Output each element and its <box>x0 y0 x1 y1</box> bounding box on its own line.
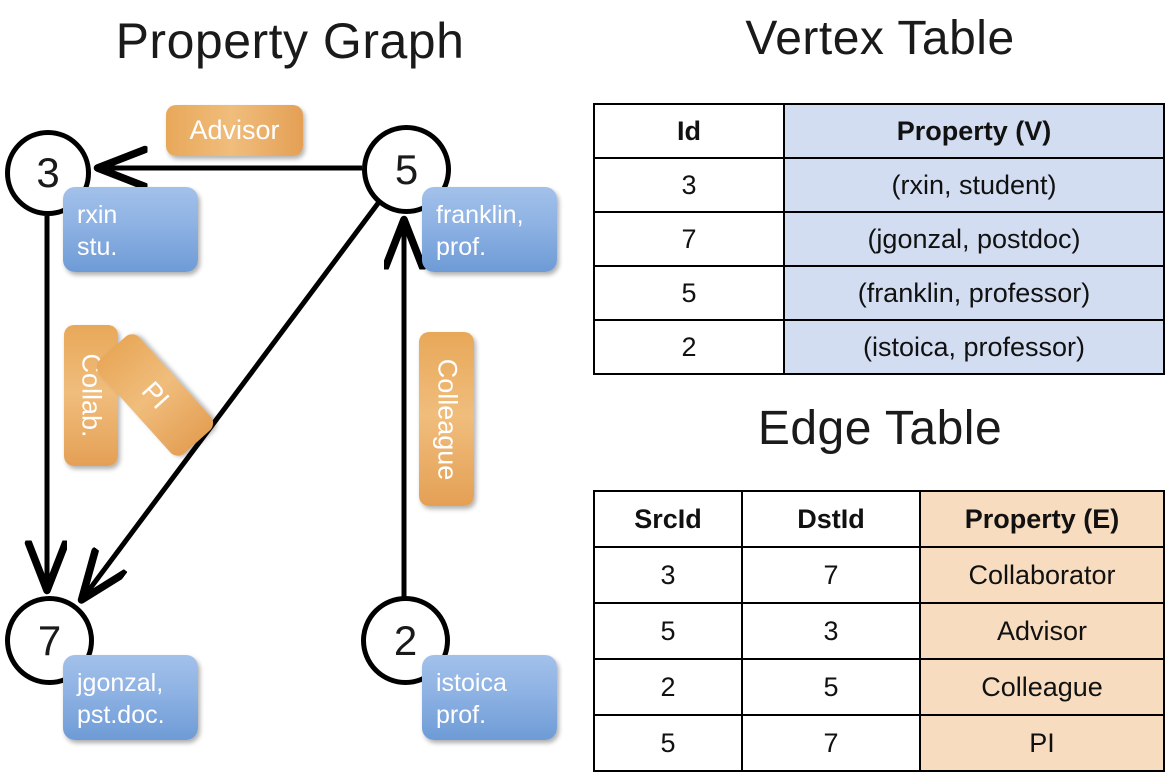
vertex-table-col-property: Property (V) <box>783 103 1165 159</box>
table-row[interactable]: 5 (franklin, professor) <box>593 265 1165 321</box>
table-row[interactable]: 2 5 Colleague <box>593 658 1165 716</box>
page-title-vertex-table: Vertex Table <box>745 12 1015 65</box>
vertex-row-0-property: (rxin, student) <box>783 157 1165 213</box>
edge-row-0-property: Collaborator <box>919 546 1165 604</box>
table-row[interactable]: 2 (istoica, professor) <box>593 319 1165 375</box>
graph-node-7-label: 7 <box>37 616 62 664</box>
edge-table-header-row: SrcId DstId Property (E) <box>593 490 1165 548</box>
edge-row-0-src: 3 <box>593 546 743 604</box>
vertex-table-col-id: Id <box>593 103 785 159</box>
edge-row-2-property: Colleague <box>919 658 1165 716</box>
node-7-property-line-1: jgonzal, <box>77 669 164 697</box>
edge-label-collab: Collab. <box>64 325 118 466</box>
edge-row-1-src: 5 <box>593 602 743 660</box>
edge-row-3-src: 5 <box>593 714 743 772</box>
edge-label-advisor: Advisor <box>166 105 303 156</box>
edge-table: SrcId DstId Property (E) 3 7 Collaborato… <box>593 490 1165 772</box>
edge-5-to-7-pi <box>83 200 382 598</box>
node-3-property-line-2: stu. <box>77 233 118 261</box>
node-7-property-line-2: pst.doc. <box>77 701 165 729</box>
table-row[interactable]: 3 7 Collaborator <box>593 546 1165 604</box>
edge-label-colleague-text: Colleague <box>432 358 462 480</box>
graph-node-2-label: 2 <box>393 616 418 664</box>
node-3-property-line-1: rxin <box>77 201 118 229</box>
edge-label-colleague: Colleague <box>419 332 474 506</box>
node-2-property-box: istoica prof. <box>422 655 557 740</box>
node-2-property-line-2: prof. <box>436 701 487 729</box>
property-graph-panel: Property Graph 3 rxin stu. 5 franklin, p… <box>0 0 580 760</box>
vertex-row-1-property: (jgonzal, postdoc) <box>783 211 1165 267</box>
edge-row-2-dst: 5 <box>741 658 921 716</box>
vertex-table: Id Property (V) 3 (rxin, student) 7 (jgo… <box>593 103 1165 375</box>
vertex-row-3-property: (istoica, professor) <box>783 319 1165 375</box>
page-title-property-graph: Property Graph <box>115 13 465 69</box>
node-5-property-line-1: franklin, <box>436 201 524 229</box>
table-row[interactable]: 7 (jgonzal, postdoc) <box>593 211 1165 267</box>
edge-row-1-dst: 3 <box>741 602 921 660</box>
edge-table-col-property: Property (E) <box>919 490 1165 548</box>
node-7-property-box: jgonzal, pst.doc. <box>63 655 198 740</box>
table-row[interactable]: 5 7 PI <box>593 714 1165 772</box>
vertex-row-3-id: 2 <box>593 319 785 375</box>
vertex-row-2-property: (franklin, professor) <box>783 265 1165 321</box>
graph-node-3-label: 3 <box>36 149 60 196</box>
table-row[interactable]: 5 3 Advisor <box>593 602 1165 660</box>
edge-row-3-property: PI <box>919 714 1165 772</box>
node-5-property-box: franklin, prof. <box>422 187 557 272</box>
edge-row-2-src: 2 <box>593 658 743 716</box>
vertex-row-1-id: 7 <box>593 211 785 267</box>
table-row[interactable]: 3 (rxin, student) <box>593 157 1165 213</box>
vertex-table-header-row: Id Property (V) <box>593 103 1165 159</box>
node-3-property-box: rxin stu. <box>63 187 198 272</box>
graph-edges-layer <box>0 0 580 760</box>
node-5-property-line-2: prof. <box>436 233 487 261</box>
edge-label-pi-text: PI <box>135 375 176 415</box>
graph-node-5-label: 5 <box>394 145 419 193</box>
edge-row-3-dst: 7 <box>741 714 921 772</box>
edge-label-advisor-text: Advisor <box>189 115 280 145</box>
page-title-edge-table: Edge Table <box>757 402 1003 455</box>
node-2-property-line-1: istoica <box>436 669 507 697</box>
edge-row-1-property: Advisor <box>919 602 1165 660</box>
vertex-row-2-id: 5 <box>593 265 785 321</box>
edge-row-0-dst: 7 <box>741 546 921 604</box>
edge-table-col-dstid: DstId <box>741 490 921 548</box>
edge-table-col-srcid: SrcId <box>593 490 743 548</box>
vertex-row-0-id: 3 <box>593 157 785 213</box>
